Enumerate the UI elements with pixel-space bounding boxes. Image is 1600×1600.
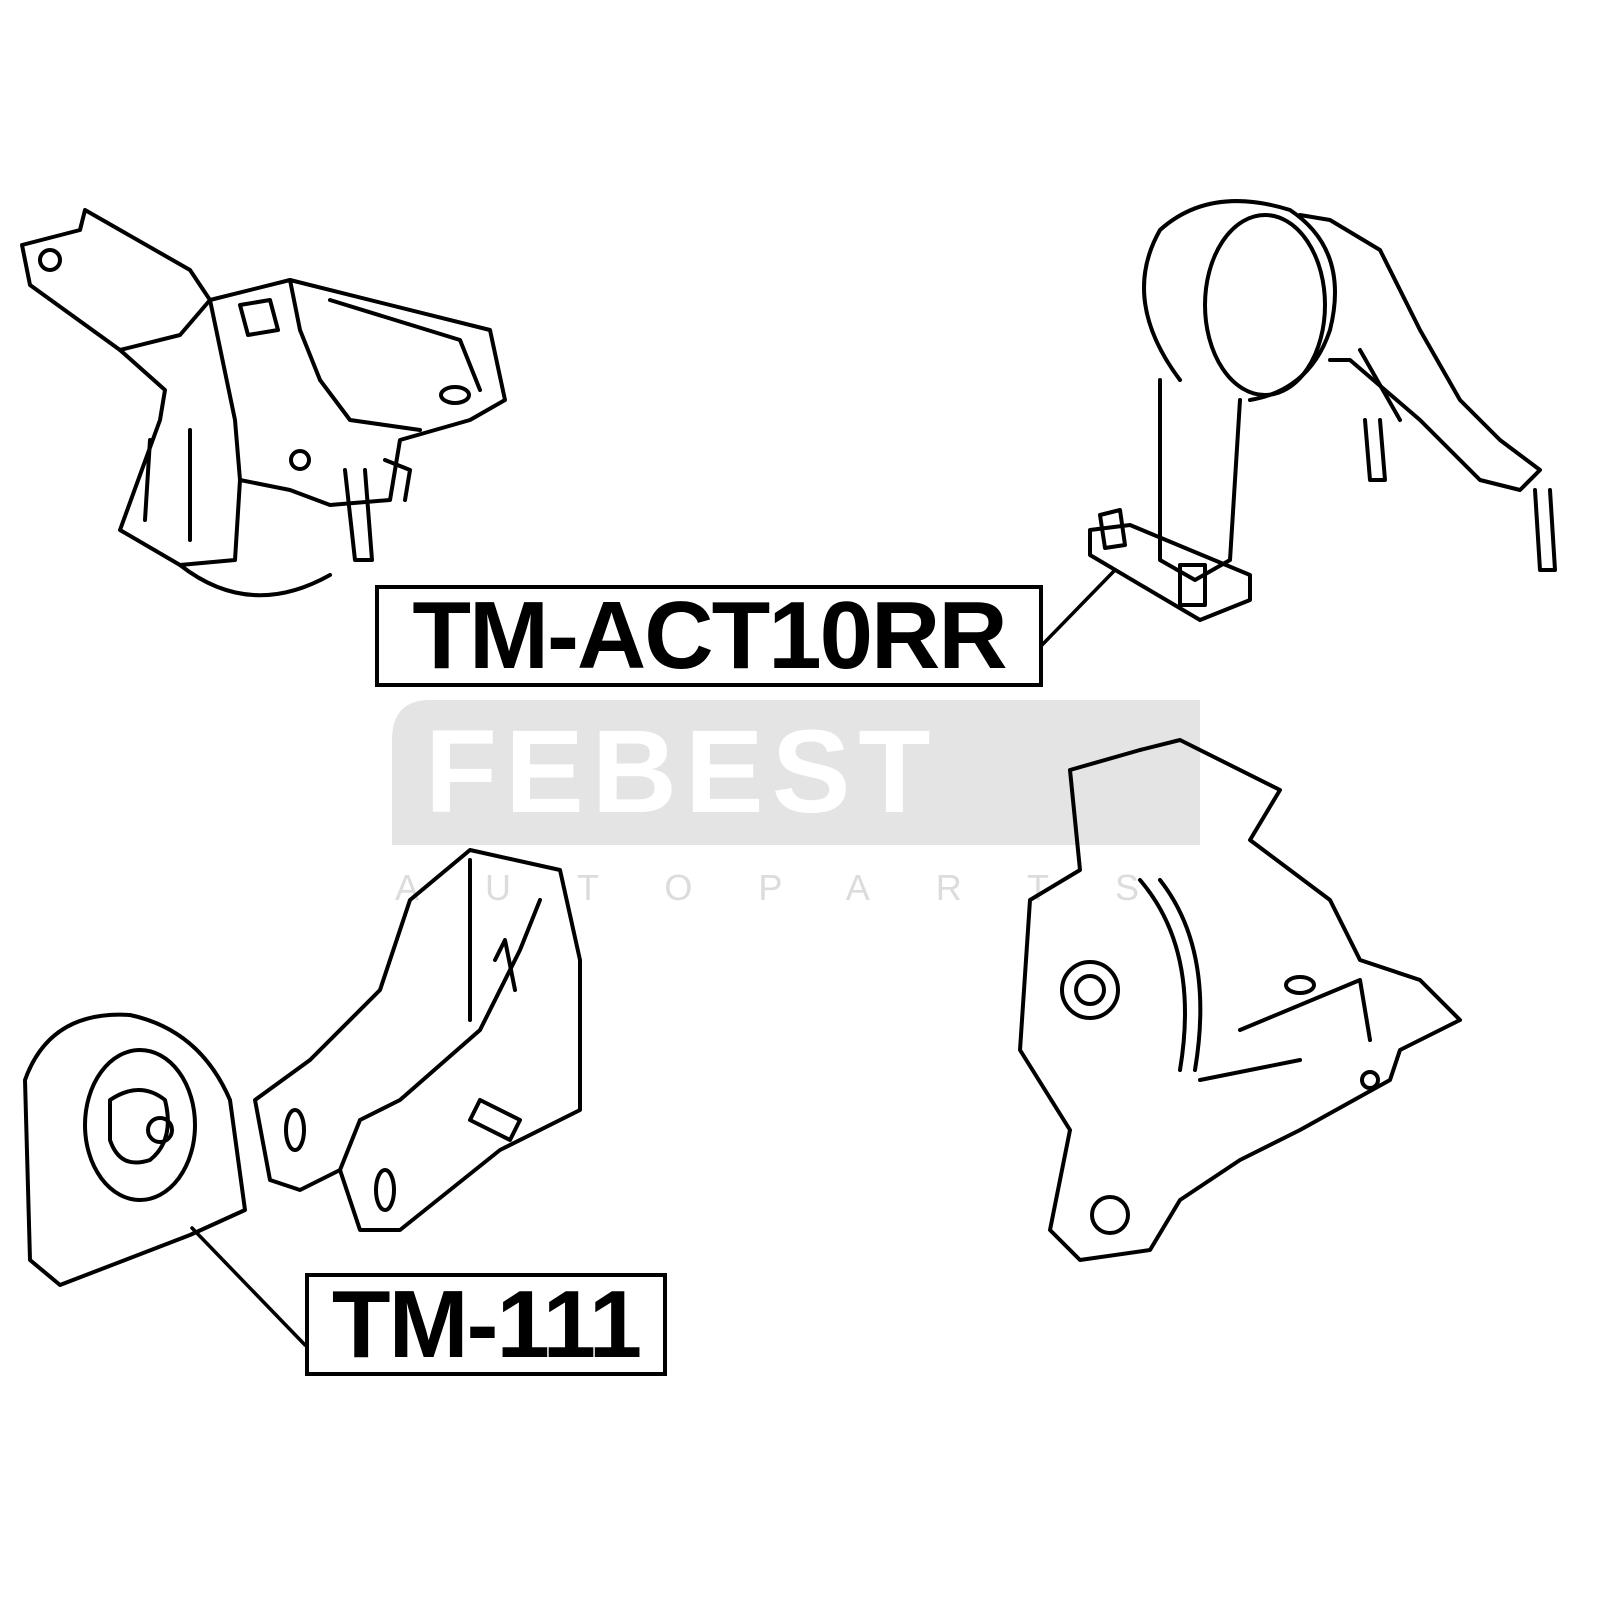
part-label-tm-act10rr: TM-ACT10RR [375,585,1043,687]
leader-line-tm-act10rr [1040,568,1117,647]
engine-mount-bottom-left [23,848,582,1287]
watermark-tagline: AUTOPARTS [395,867,1205,908]
watermark-brand: FEBEST [425,706,939,838]
febest-watermark: FEBEST AUTOPARTS [392,700,1205,908]
engine-mount-top-left [20,208,507,598]
leader-line-tm-111 [190,1226,307,1347]
engine-mount-bottom-right [1018,738,1462,1262]
engine-mount-top-right [1088,199,1557,622]
part-label-tm-111: TM-111 [305,1273,667,1376]
